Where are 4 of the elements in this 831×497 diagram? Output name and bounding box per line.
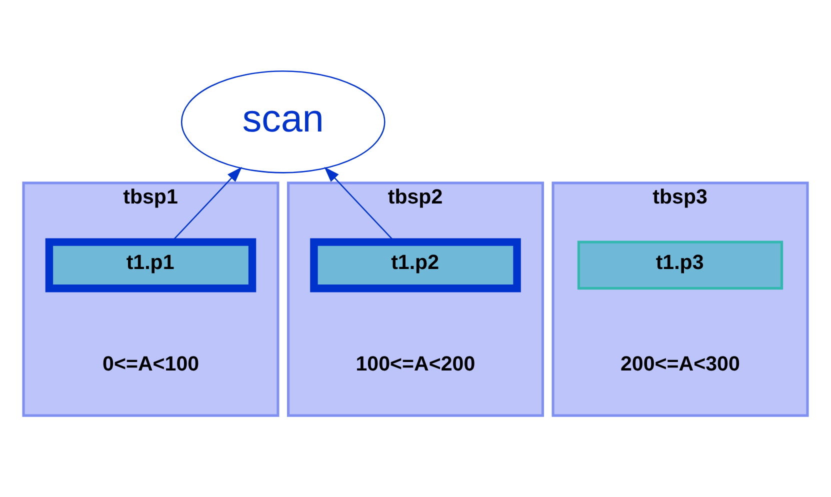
node-box: t1.p3: [577, 240, 784, 290]
node-box: t1.p2: [310, 238, 521, 292]
node-box: t1.p1: [45, 238, 256, 292]
node-ellipse: scan: [180, 70, 386, 174]
